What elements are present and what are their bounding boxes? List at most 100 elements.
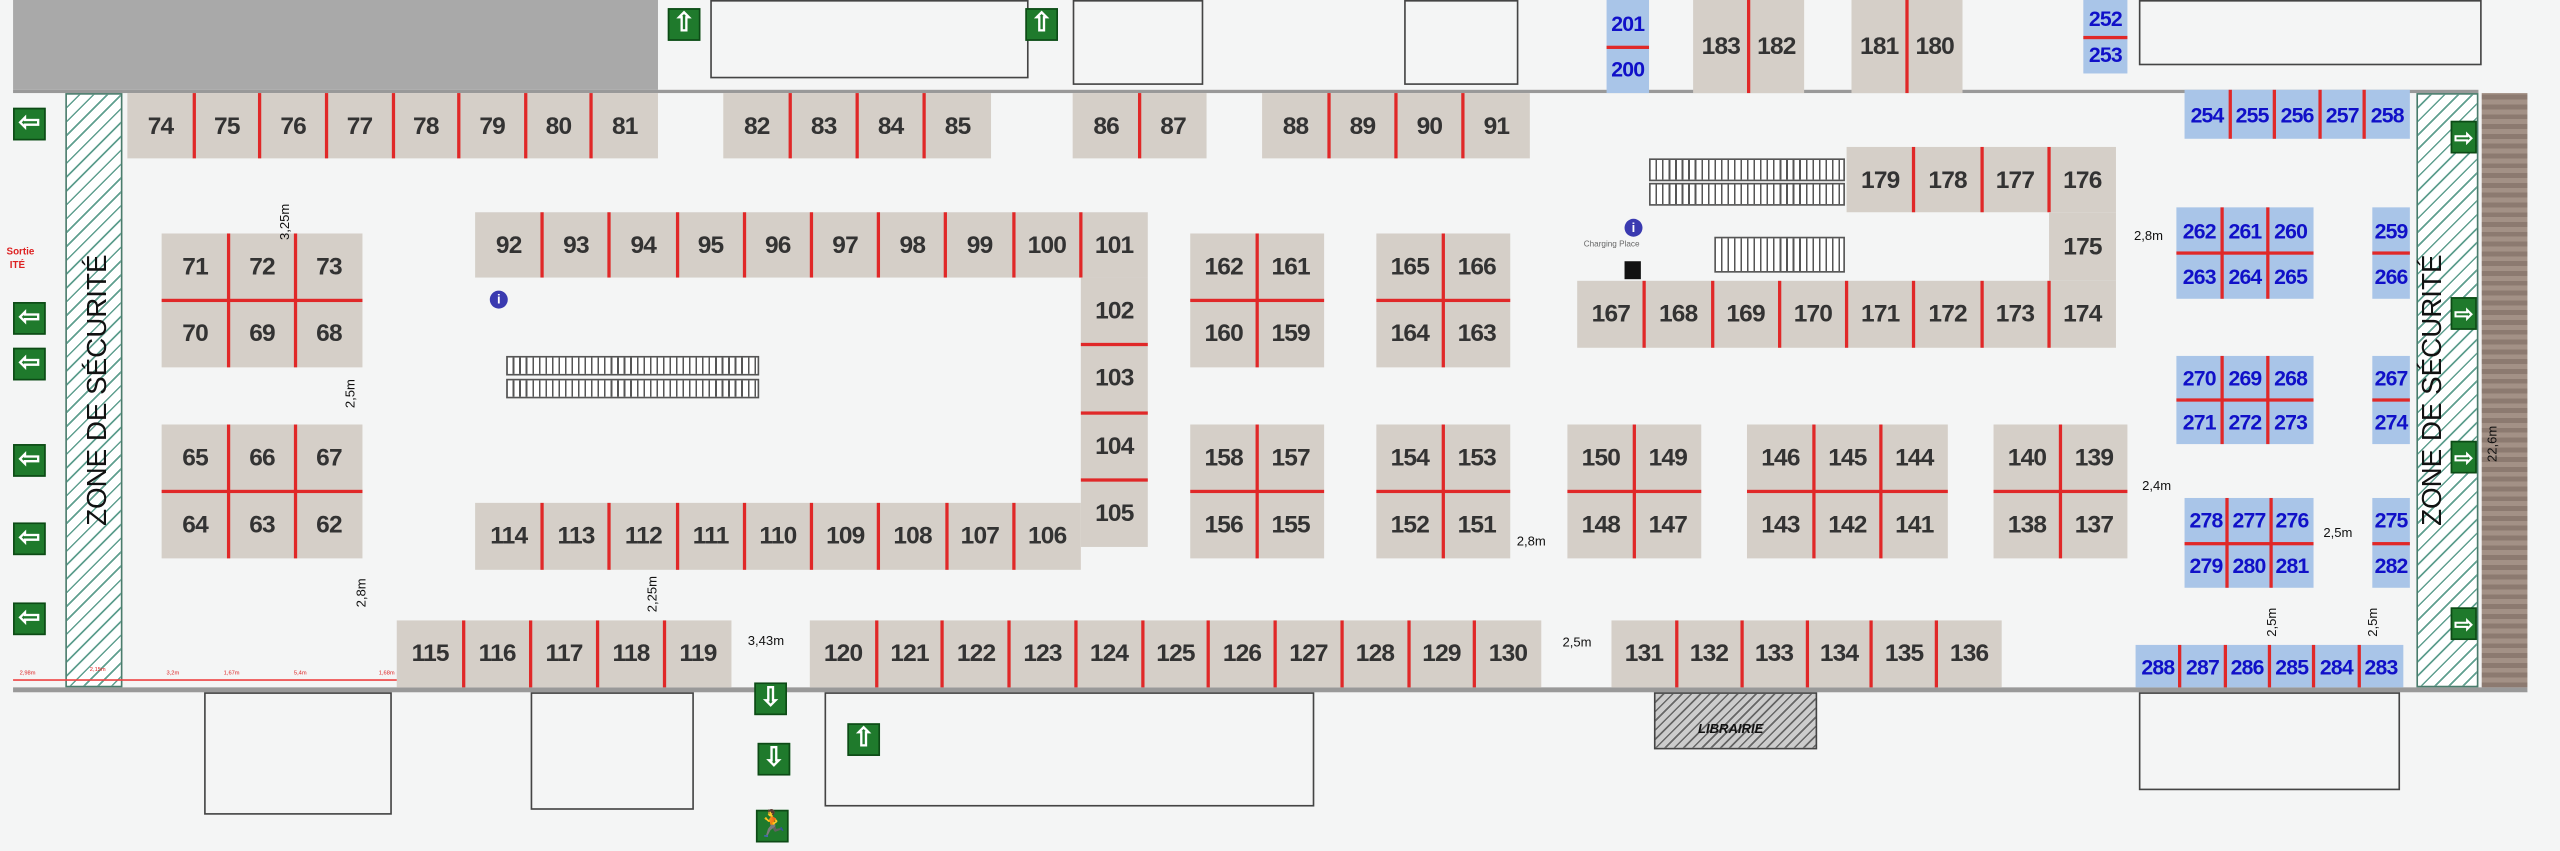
booth-178[interactable]: 178 [1913, 146, 1982, 213]
booth-76[interactable]: 76 [260, 93, 327, 159]
booth-149[interactable]: 149 [1634, 424, 1702, 492]
booth-116[interactable]: 116 [463, 620, 531, 688]
booth-99[interactable]: 99 [945, 212, 1014, 278]
booth-102[interactable]: 102 [1080, 277, 1148, 345]
booth-253[interactable]: 253 [2083, 36, 2128, 74]
booth-112[interactable]: 112 [609, 502, 678, 570]
booth-168[interactable]: 168 [1644, 280, 1712, 348]
booth-269[interactable]: 269 [2222, 355, 2268, 401]
booth-272[interactable]: 272 [2222, 400, 2268, 445]
booth-138[interactable]: 138 [1993, 491, 2061, 559]
booth-169[interactable]: 169 [1711, 280, 1780, 348]
booth-92[interactable]: 92 [475, 212, 543, 278]
booth-263[interactable]: 263 [2176, 253, 2223, 299]
booth-181[interactable]: 181 [1851, 0, 1907, 94]
booth-115[interactable]: 115 [396, 620, 464, 688]
booth-287[interactable]: 287 [2180, 644, 2225, 688]
booth-72[interactable]: 72 [228, 233, 296, 301]
booth-157[interactable]: 157 [1257, 424, 1325, 492]
booth-117[interactable]: 117 [530, 620, 598, 688]
booth-142[interactable]: 142 [1813, 491, 1881, 559]
booth-122[interactable]: 122 [942, 620, 1010, 688]
booth-200[interactable]: 200 [1606, 46, 1650, 94]
booth-284[interactable]: 284 [2314, 644, 2359, 688]
booth-259[interactable]: 259 [2372, 207, 2410, 254]
booth-85[interactable]: 85 [924, 93, 992, 159]
booth-141[interactable]: 141 [1880, 491, 1948, 559]
booth-275[interactable]: 275 [2372, 497, 2410, 543]
booth-67[interactable]: 67 [295, 424, 363, 492]
booth-66[interactable]: 66 [228, 424, 296, 492]
booth-166[interactable]: 166 [1443, 233, 1511, 301]
booth-162[interactable]: 162 [1190, 233, 1258, 301]
booth-151[interactable]: 151 [1443, 491, 1511, 559]
booth-106[interactable]: 106 [1013, 502, 1081, 570]
booth-134[interactable]: 134 [1806, 620, 1872, 688]
booth-77[interactable]: 77 [326, 93, 393, 159]
booth-74[interactable]: 74 [127, 93, 194, 159]
booth-83[interactable]: 83 [790, 93, 858, 159]
booth-127[interactable]: 127 [1275, 620, 1342, 688]
booth-107[interactable]: 107 [946, 502, 1014, 570]
booth-93[interactable]: 93 [542, 212, 610, 278]
booth-86[interactable]: 86 [1072, 93, 1140, 159]
booth-173[interactable]: 173 [1981, 280, 2049, 348]
booth-276[interactable]: 276 [2270, 497, 2314, 543]
booth-257[interactable]: 257 [2319, 89, 2365, 139]
booth-165[interactable]: 165 [1376, 233, 1444, 301]
booth-148[interactable]: 148 [1567, 491, 1635, 559]
booth-158[interactable]: 158 [1190, 424, 1258, 492]
booth-268[interactable]: 268 [2267, 355, 2314, 401]
booth-137[interactable]: 137 [2060, 491, 2128, 559]
booth-274[interactable]: 274 [2372, 400, 2410, 445]
booth-255[interactable]: 255 [2229, 89, 2275, 139]
booth-266[interactable]: 266 [2372, 253, 2410, 299]
info-icon[interactable]: i [489, 290, 508, 309]
booth-121[interactable]: 121 [876, 620, 943, 688]
booth-70[interactable]: 70 [161, 300, 229, 368]
booth-265[interactable]: 265 [2267, 253, 2314, 299]
booth-260[interactable]: 260 [2267, 207, 2314, 254]
booth-160[interactable]: 160 [1190, 300, 1258, 368]
booth-183[interactable]: 183 [1693, 0, 1749, 94]
booth-111[interactable]: 111 [677, 502, 745, 570]
booth-88[interactable]: 88 [1262, 93, 1330, 159]
booth-270[interactable]: 270 [2176, 355, 2223, 401]
booth-113[interactable]: 113 [542, 502, 610, 570]
booth-87[interactable]: 87 [1139, 93, 1207, 159]
booth-130[interactable]: 130 [1474, 620, 1542, 688]
booth-80[interactable]: 80 [525, 93, 592, 159]
booth-98[interactable]: 98 [878, 212, 946, 278]
booth-62[interactable]: 62 [295, 491, 363, 559]
booth-133[interactable]: 133 [1741, 620, 1807, 688]
booth-264[interactable]: 264 [2222, 253, 2268, 299]
booth-95[interactable]: 95 [676, 212, 745, 278]
booth-90[interactable]: 90 [1395, 93, 1463, 159]
booth-180[interactable]: 180 [1906, 0, 1963, 94]
booth-273[interactable]: 273 [2267, 400, 2314, 445]
booth-161[interactable]: 161 [1257, 233, 1325, 301]
booth-256[interactable]: 256 [2274, 89, 2320, 139]
booth-94[interactable]: 94 [609, 212, 677, 278]
booth-82[interactable]: 82 [723, 93, 791, 159]
booth-176[interactable]: 176 [2048, 146, 2116, 213]
booth-159[interactable]: 159 [1257, 300, 1325, 368]
booth-131[interactable]: 131 [1611, 620, 1677, 688]
booth-103[interactable]: 103 [1080, 344, 1148, 413]
booth-174[interactable]: 174 [2048, 280, 2116, 348]
booth-163[interactable]: 163 [1443, 300, 1511, 368]
booth-124[interactable]: 124 [1075, 620, 1143, 688]
booth-110[interactable]: 110 [744, 502, 812, 570]
booth-172[interactable]: 172 [1913, 280, 1982, 348]
booth-119[interactable]: 119 [664, 620, 732, 688]
booth-144[interactable]: 144 [1880, 424, 1948, 492]
booth-96[interactable]: 96 [744, 212, 812, 278]
booth-125[interactable]: 125 [1142, 620, 1209, 688]
booth-262[interactable]: 262 [2176, 207, 2223, 254]
booth-114[interactable]: 114 [475, 502, 543, 570]
booth-288[interactable]: 288 [2135, 644, 2181, 688]
booth-279[interactable]: 279 [2184, 542, 2228, 588]
booth-170[interactable]: 170 [1779, 280, 1847, 348]
booth-156[interactable]: 156 [1190, 491, 1258, 559]
booth-71[interactable]: 71 [161, 233, 229, 301]
